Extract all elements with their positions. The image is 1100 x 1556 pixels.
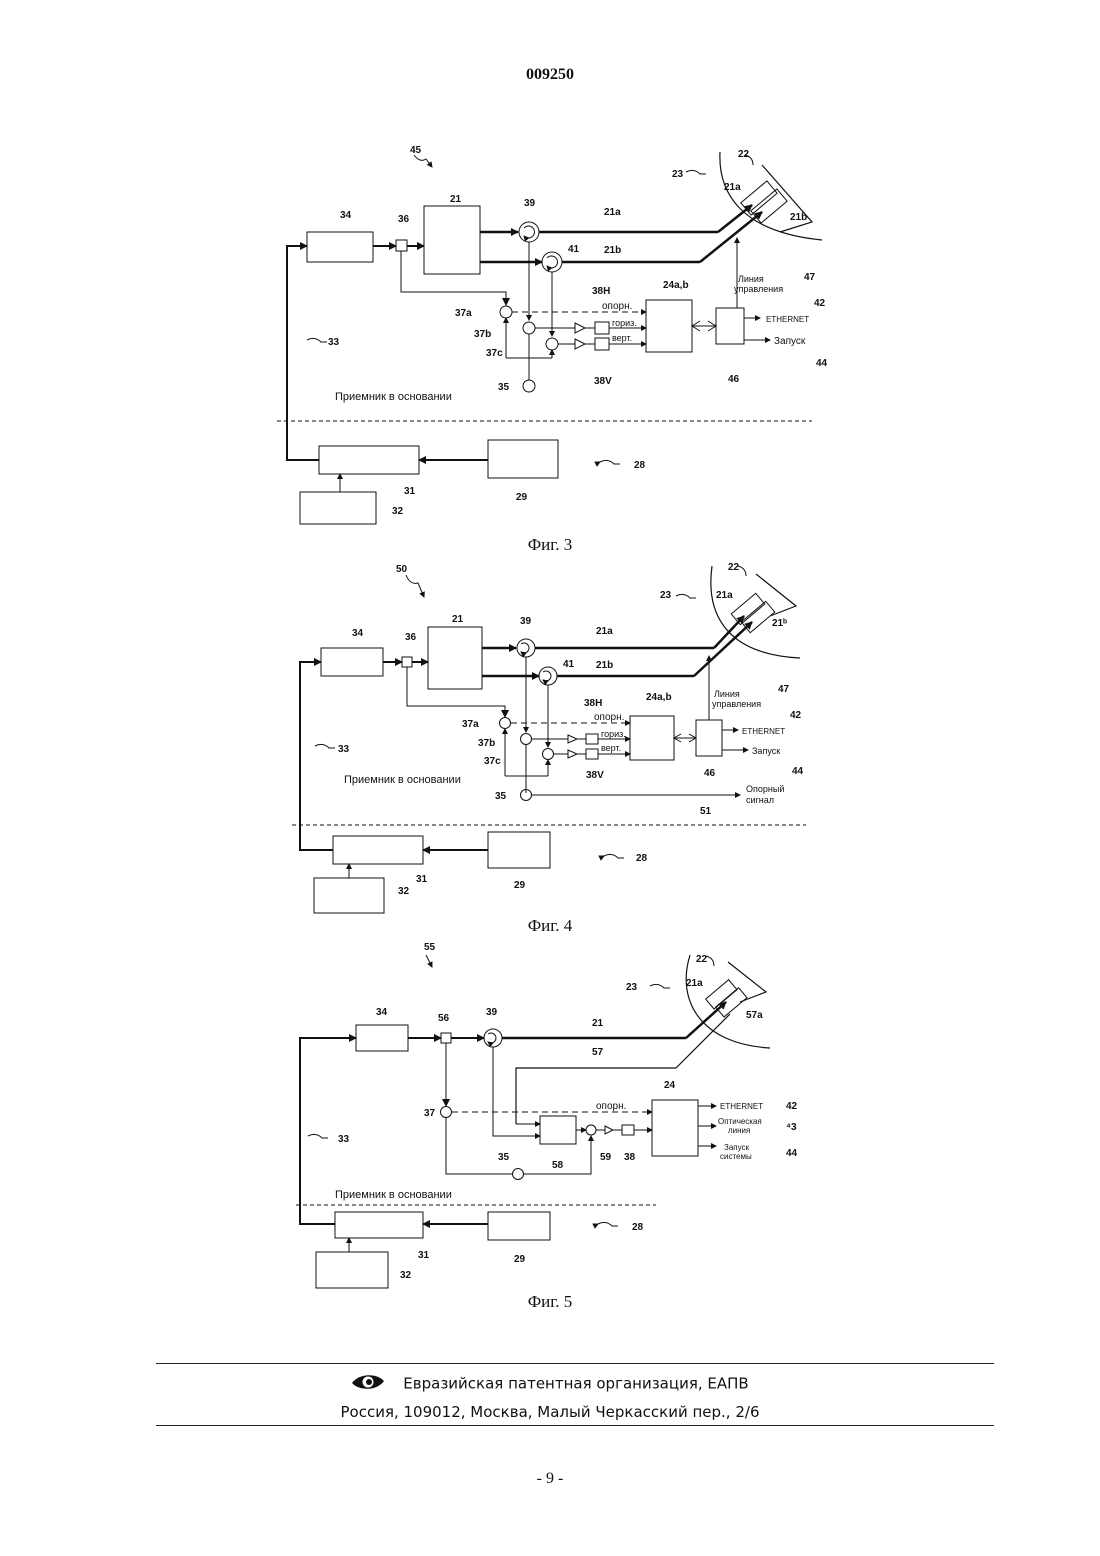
footer-bottom-rule bbox=[156, 1425, 994, 1426]
label-source: 34 bbox=[376, 1007, 388, 1018]
label-mix-a: 37 bbox=[424, 1108, 436, 1119]
block-32 bbox=[316, 1252, 388, 1288]
figure-5: 55 34 56 39 21 57 22 23 21a 57a 37 35 58… bbox=[0, 0, 1100, 1300]
label-ground-ref: 28 bbox=[632, 1222, 644, 1233]
circulator-39 bbox=[484, 1029, 502, 1047]
text-ethernet: ETHERNET bbox=[720, 1102, 763, 1111]
horn-22 bbox=[728, 962, 766, 1002]
label-processor: 24 bbox=[664, 1080, 676, 1091]
label-horn: 22 bbox=[696, 954, 708, 965]
label-optical-ref: ⁴3 bbox=[786, 1122, 797, 1133]
ref-assembly: 55 bbox=[424, 942, 436, 953]
eapo-logo-icon bbox=[351, 1372, 385, 1396]
label-feed-a: 21a bbox=[686, 978, 703, 989]
label-block-32: 32 bbox=[400, 1270, 412, 1281]
footer-organization: Евразийская патентная организация, ЕАПВ bbox=[403, 1375, 748, 1393]
label-ethernet-ref: 42 bbox=[786, 1101, 798, 1112]
footer-address: Россия, 109012, Москва, Малый Черкасский… bbox=[0, 1403, 1100, 1421]
block-29 bbox=[488, 1212, 550, 1240]
label-feed-b: 57a bbox=[746, 1010, 763, 1021]
processor-24 bbox=[652, 1100, 698, 1156]
figure-5-diagram: 55 34 56 39 21 57 22 23 21a 57a 37 35 58… bbox=[0, 0, 1100, 1300]
block-31 bbox=[335, 1212, 423, 1238]
text-optical-1: Оптическая bbox=[718, 1117, 762, 1126]
detector-38 bbox=[622, 1125, 634, 1135]
text-start-2: системы bbox=[720, 1152, 752, 1161]
source-block-34 bbox=[356, 1025, 408, 1051]
label-osc: 35 bbox=[498, 1152, 510, 1163]
mixer-37 bbox=[441, 1107, 452, 1118]
label-mix-59: 59 bbox=[600, 1152, 612, 1163]
label-circ-a: 39 bbox=[486, 1007, 498, 1018]
text-optical-2: линия bbox=[728, 1126, 750, 1135]
aircraft-surface-23 bbox=[686, 955, 770, 1048]
page-number: - 9 - bbox=[0, 1470, 1100, 1488]
label-link: 33 bbox=[338, 1134, 350, 1145]
text-receiver: Приемник в основании bbox=[335, 1189, 452, 1201]
label-aircraft: 23 bbox=[626, 982, 638, 993]
label-det: 38 bbox=[624, 1152, 636, 1163]
label-line-a: 21 bbox=[592, 1018, 604, 1029]
mixer-59 bbox=[586, 1125, 596, 1135]
figure-5-caption: Фиг. 5 bbox=[0, 1292, 1100, 1312]
label-block-29: 29 bbox=[514, 1254, 526, 1265]
label-block-31: 31 bbox=[418, 1250, 430, 1261]
label-splitter: 56 bbox=[438, 1013, 450, 1024]
text-ref: опорн. bbox=[596, 1101, 626, 1112]
label-start-ref: 44 bbox=[786, 1148, 798, 1159]
oscillator-35 bbox=[513, 1169, 524, 1180]
text-start-1: Запуск bbox=[724, 1143, 750, 1152]
feed-57a bbox=[716, 988, 747, 1017]
label-line-57: 57 bbox=[592, 1047, 604, 1058]
splitter-56 bbox=[441, 1033, 451, 1043]
footer-top-rule bbox=[156, 1363, 994, 1364]
mixer-block-58 bbox=[540, 1116, 576, 1144]
label-mixer-block: 58 bbox=[552, 1160, 564, 1171]
footer-organization-line: Евразийская патентная организация, ЕАПВ bbox=[0, 1372, 1100, 1396]
